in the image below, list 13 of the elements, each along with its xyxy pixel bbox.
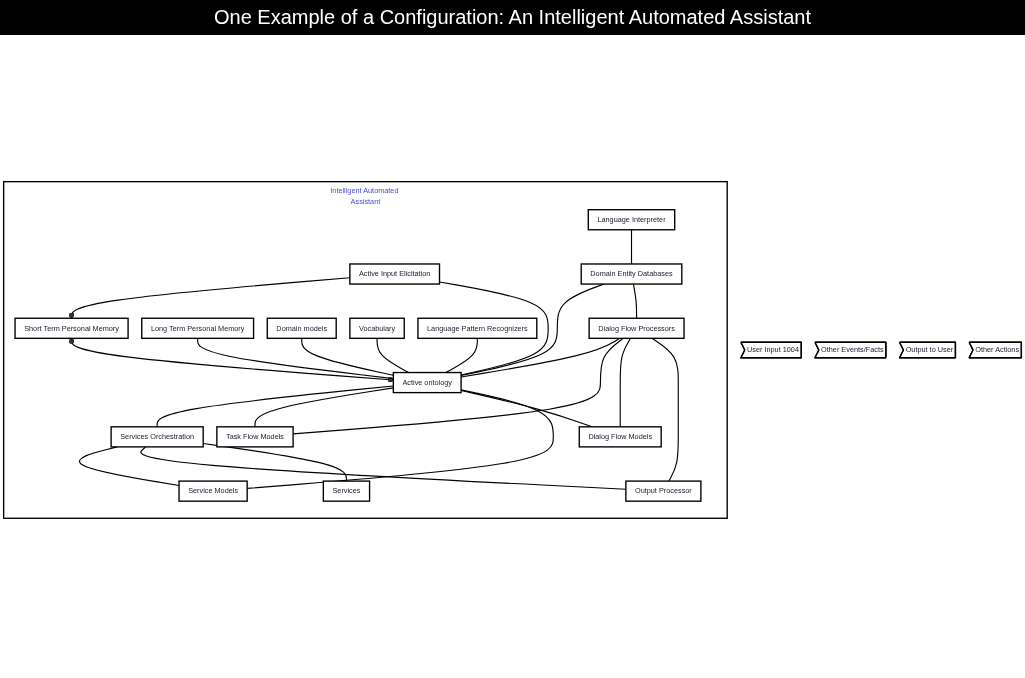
title-bar: One Example of a Configuration: An Intelligent Automated Assistant xyxy=(0,0,1025,35)
connector xyxy=(632,283,638,319)
connector xyxy=(254,387,394,428)
connector xyxy=(68,337,394,383)
connector xyxy=(651,337,679,482)
connector xyxy=(197,337,394,380)
connector xyxy=(376,337,410,374)
connector xyxy=(445,337,478,374)
connector xyxy=(619,337,632,428)
connector xyxy=(156,385,394,428)
connector xyxy=(301,337,394,376)
connector xyxy=(630,229,633,265)
connector xyxy=(78,446,180,487)
